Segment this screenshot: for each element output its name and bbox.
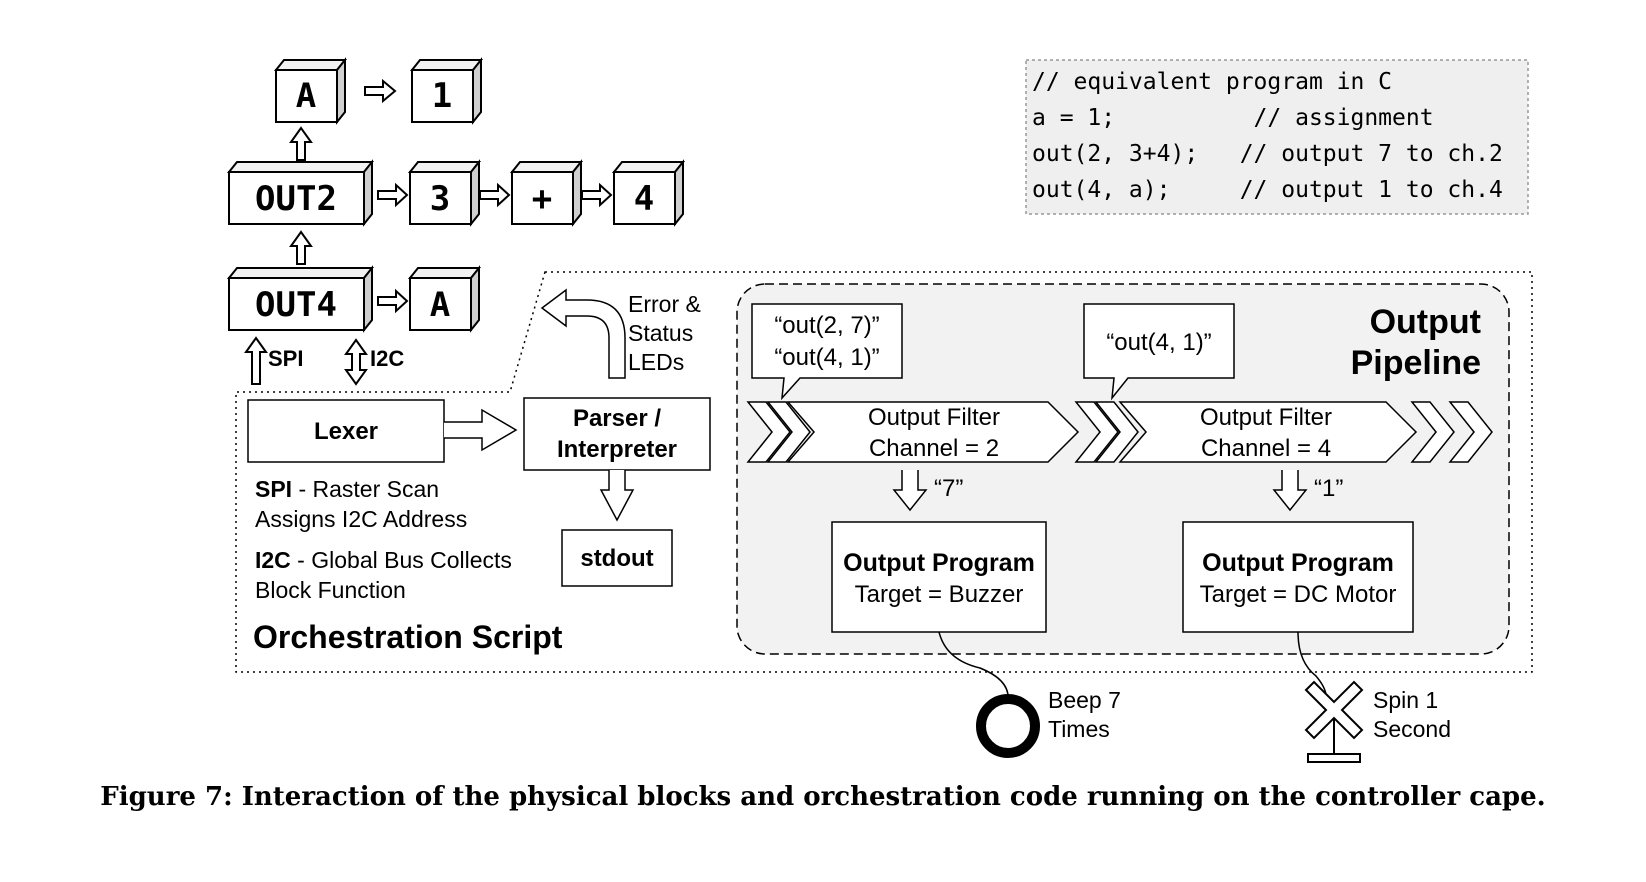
buzzer-label-line1: Beep 7 xyxy=(1048,687,1121,713)
output-program-1 xyxy=(831,521,1047,633)
program1-target: Target = Buzzer xyxy=(855,581,1024,608)
motor-fan-icon xyxy=(1304,680,1364,763)
block-arrow xyxy=(479,182,511,208)
i2c-bus-label: I2C xyxy=(370,346,404,371)
block-A-bottom: A xyxy=(407,265,482,333)
block-up-arrow xyxy=(289,230,313,265)
filter1-output-arrow xyxy=(892,470,928,512)
block-plus: + xyxy=(509,159,584,227)
bubble1-line1: “out(2, 7)” xyxy=(774,312,879,339)
block-label: 1 xyxy=(432,76,452,116)
filter2-output-arrow xyxy=(1272,470,1308,512)
parser-to-stdout-arrow xyxy=(599,470,635,522)
program2-target: Target = DC Motor xyxy=(1200,581,1397,608)
leds-label-line1: Error & xyxy=(628,291,701,317)
parser-box xyxy=(523,397,711,471)
pipeline-title-line2: Pipeline xyxy=(1351,344,1481,382)
filter1-line1: Output Filter xyxy=(868,404,1000,431)
filter2-line1: Output Filter xyxy=(1200,404,1332,431)
parser-label-line2: Interpreter xyxy=(557,436,677,463)
i2c-description-line2: Block Function xyxy=(255,577,406,603)
i2c-arrow xyxy=(344,338,368,386)
leds-label-line3: LEDs xyxy=(628,349,684,375)
block-arrow xyxy=(377,182,409,208)
output-filter-1 xyxy=(786,401,1080,463)
block-4: 4 xyxy=(611,159,686,227)
lexer-label: Lexer xyxy=(314,418,378,445)
message-bubble-1 xyxy=(751,303,903,401)
block-label: 3 xyxy=(430,179,450,219)
pipeline-chevrons-end xyxy=(1410,401,1493,463)
output-program-2 xyxy=(1182,521,1414,633)
buzzer-label-line2: Times xyxy=(1048,716,1110,742)
code-line: out(2, 3+4); // output 7 to ch.2 xyxy=(1032,141,1503,167)
bubble1-line2: “out(4, 1)” xyxy=(774,344,879,371)
lexer-to-parser-arrow xyxy=(444,408,518,452)
pipeline-title-line1: Output xyxy=(1370,303,1481,341)
filter2-line2: Channel = 4 xyxy=(1201,435,1331,462)
block-A-top: A xyxy=(273,57,348,125)
block-label: A xyxy=(296,76,316,116)
buzzer-wire xyxy=(938,631,1009,701)
block-label: + xyxy=(532,179,552,219)
c-code-box: // equivalent program in C a = 1; // ass… xyxy=(1025,59,1529,215)
block-3: 3 xyxy=(407,159,482,227)
motor-wire xyxy=(1297,631,1327,697)
block-arrow xyxy=(364,78,397,104)
block-arrow xyxy=(581,182,613,208)
orchestration-region xyxy=(235,271,1533,673)
code-line: out(4, a); // output 1 to ch.4 xyxy=(1032,177,1503,203)
program2-title: Output Program xyxy=(1202,549,1394,577)
spi-description-line2: Assigns I2C Address xyxy=(255,506,467,532)
pipeline-chevrons-start xyxy=(746,401,811,463)
filter1-line2: Channel = 2 xyxy=(869,435,999,462)
block-label: OUT4 xyxy=(255,285,337,325)
leds-arrow xyxy=(540,288,626,379)
pipeline-chevrons-middle xyxy=(1074,401,1139,463)
motor-label-line1: Spin 1 xyxy=(1373,687,1438,713)
spi-arrow xyxy=(244,336,268,385)
block-label: 4 xyxy=(634,179,654,219)
value1-label: “7” xyxy=(934,475,963,502)
code-line: a = 1; // assignment xyxy=(1032,105,1434,131)
block-OUT2: OUT2 xyxy=(226,159,375,227)
stdout-label: stdout xyxy=(580,545,653,572)
program1-title: Output Program xyxy=(843,549,1035,577)
block-OUT4: OUT4 xyxy=(226,265,375,333)
spi-bus-label: SPI xyxy=(268,346,303,371)
code-line: // equivalent program in C xyxy=(1032,69,1392,95)
block-label: OUT2 xyxy=(255,179,337,219)
orchestration-title: Orchestration Script xyxy=(253,619,563,655)
buzzer-icon xyxy=(976,694,1040,758)
bubble2-text: “out(4, 1)” xyxy=(1106,329,1211,356)
message-bubble-2 xyxy=(1083,303,1235,401)
spi-description-line1: SPI - Raster Scan xyxy=(255,476,439,502)
motor-label-line2: Second xyxy=(1373,716,1451,742)
stdout-box xyxy=(561,529,673,587)
value2-label: “1” xyxy=(1314,475,1343,502)
lexer-box xyxy=(247,399,445,463)
figure-caption: Figure 7: Interaction of the physical bl… xyxy=(100,782,1546,812)
output-filter-2 xyxy=(1118,401,1418,463)
block-1: 1 xyxy=(409,57,484,125)
block-up-arrow xyxy=(289,126,313,161)
parser-label-line1: Parser / xyxy=(573,405,661,432)
leds-label-line2: Status xyxy=(628,320,693,346)
block-arrow xyxy=(377,288,409,314)
i2c-description-line1: I2C - Global Bus Collects xyxy=(255,547,512,573)
block-label: A xyxy=(430,285,450,325)
